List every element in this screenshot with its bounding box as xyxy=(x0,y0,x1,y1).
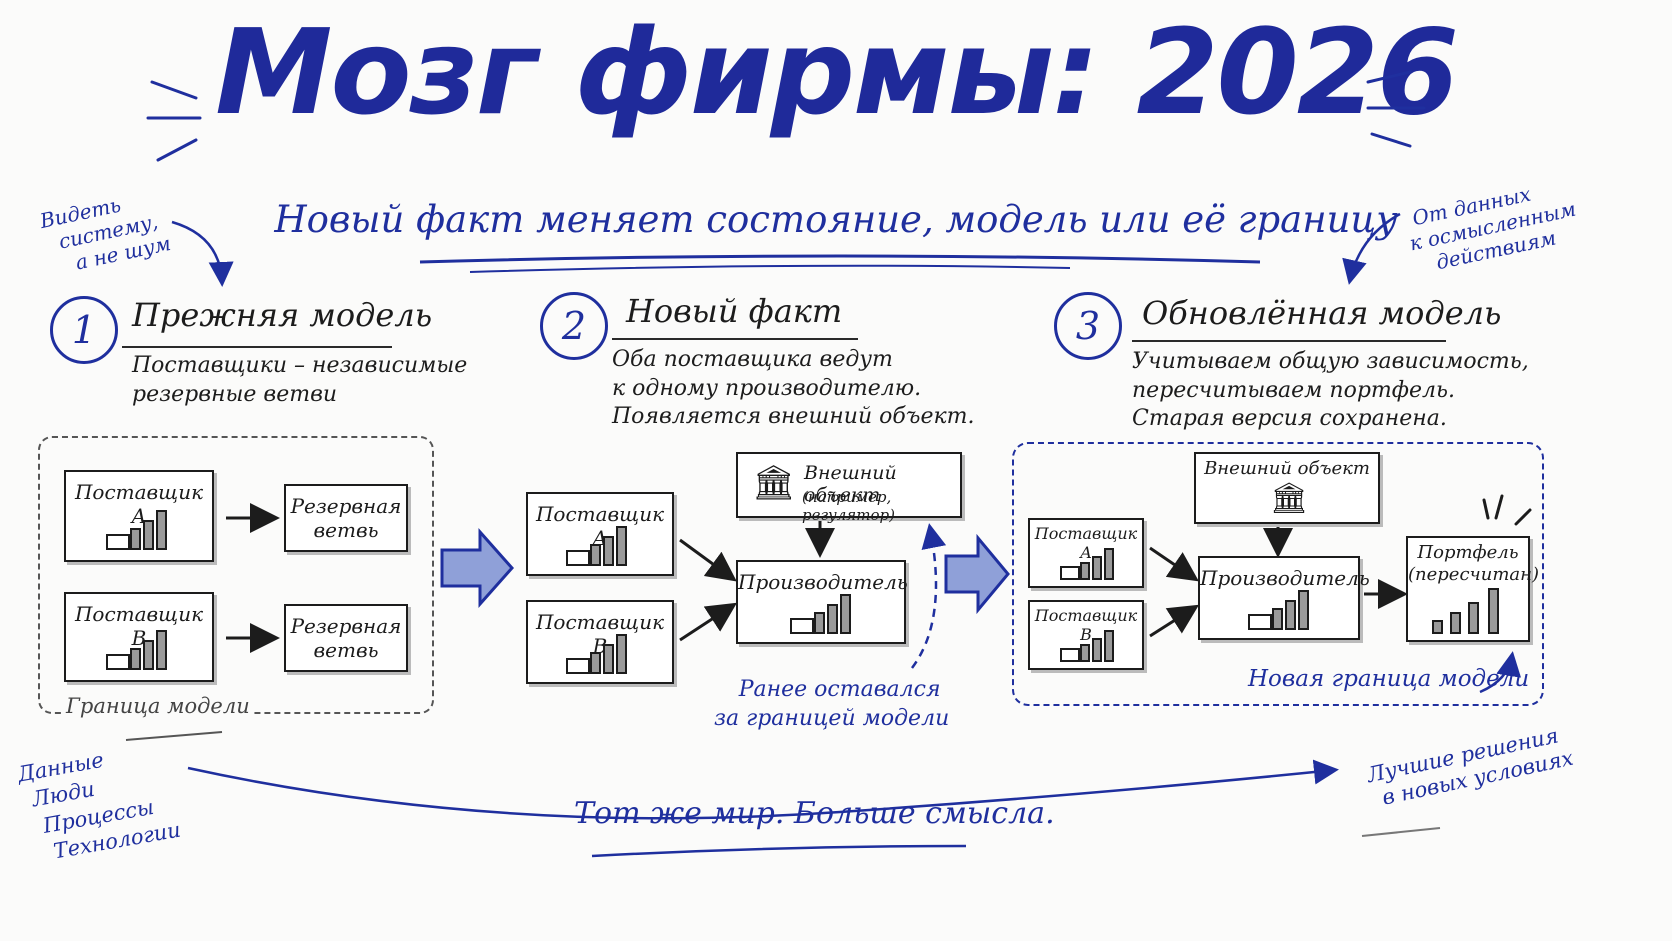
factory-bars-icon xyxy=(106,502,172,550)
step-1-supplier-a: Поставщик А xyxy=(64,470,214,562)
step-3-boundary xyxy=(1012,442,1544,706)
step-1-boundary-label: Граница модели xyxy=(62,694,254,718)
step-1-underline xyxy=(122,346,392,348)
step-1-number: 1 xyxy=(50,296,118,364)
big-arrow-1 xyxy=(440,528,515,608)
step-3-number: 3 xyxy=(1054,292,1122,360)
factory-bars-icon xyxy=(566,628,632,674)
desc-line: резервные ветви xyxy=(132,381,338,407)
subtitle-underline xyxy=(419,254,1261,264)
page-title: Мозг фирмы: 2026 xyxy=(215,3,1459,141)
note-line: за границей модели xyxy=(714,705,950,731)
bank-icon: 🏛 xyxy=(1270,481,1309,516)
desc-line: Поставщики – независимые xyxy=(132,353,468,378)
box-label: Производитель xyxy=(1200,566,1370,590)
box-label: Поставщик В xyxy=(74,602,204,650)
big-arrow-2 xyxy=(944,533,1010,615)
desc-line: Появляется внешний объект. xyxy=(612,404,975,430)
note-arrow-left xyxy=(171,220,234,287)
step-2-number: 2 xyxy=(540,292,608,360)
factory-bars-icon xyxy=(1060,626,1120,662)
step-3-boundary-label: Новая граница модели xyxy=(1248,666,1530,692)
step-1-heading: Прежняя модель xyxy=(132,296,433,334)
desc-line: Учитываем общую зависимость, xyxy=(1132,349,1529,374)
footer-tagline: Тот же мир. Больше смысла. xyxy=(574,796,1055,831)
factory-bars-icon xyxy=(566,520,632,566)
step-1-desc: Поставщики – независимые резервные ветви xyxy=(132,352,467,409)
factory-bars-icon xyxy=(790,590,856,634)
factory-bars-icon xyxy=(1248,586,1314,630)
note-line: Ранее оставался xyxy=(738,677,941,702)
footer-arrow xyxy=(187,759,1339,820)
step-1-supplier-b: Поставщик В xyxy=(64,592,214,682)
desc-line: пересчитываем портфель. xyxy=(1132,377,1455,403)
outside-note-arrow xyxy=(910,523,947,669)
box-label: Портфель(пересчитан) xyxy=(1408,542,1539,585)
box-label: Внешний объект xyxy=(1204,458,1370,479)
box-label: Поставщик А xyxy=(1034,524,1138,563)
step-3-heading: Обновлённая модель xyxy=(1142,294,1502,332)
step-2-heading: Новый факт xyxy=(626,292,843,330)
subtitle: Новый факт меняет состояние, модель или … xyxy=(274,198,1398,241)
step-3-supplier-a: Поставщик А xyxy=(1028,518,1144,588)
portfolio-sparkles xyxy=(1482,494,1532,526)
note-arrow-right xyxy=(1342,212,1401,285)
step-2-supplier-a: Поставщик А xyxy=(526,492,674,576)
desc-line: Старая версия сохранена. xyxy=(1132,406,1447,432)
step-2-supplier-b: Поставщик В xyxy=(526,600,674,684)
box-label: Производитель xyxy=(738,570,908,594)
step-3-portfolio: Портфель(пересчитан) xyxy=(1406,536,1539,642)
portfolio-bars-icon xyxy=(1432,584,1508,634)
step-2-external: 🏛 Внешний объект (например, регулятор) xyxy=(736,452,962,524)
step-2-producer: Производитель xyxy=(736,560,908,644)
desc-line: Оба поставщика ведут xyxy=(612,347,893,372)
step-2-desc: Оба поставщика ведут к одному производит… xyxy=(612,346,974,432)
box-sublabel: (например, регулятор) xyxy=(802,488,895,524)
step-3-producer: Производитель xyxy=(1198,556,1370,640)
step-2-underline xyxy=(612,338,858,340)
step-3-underline xyxy=(1132,340,1446,342)
factory-bars-icon xyxy=(106,622,172,670)
step-2-outside-note: Ранее оставался за границей модели xyxy=(714,676,949,733)
step-3-external: Внешний объект 🏛 xyxy=(1194,452,1380,524)
step-3-supplier-b: Поставщик В xyxy=(1028,600,1144,670)
box-label: Поставщик А xyxy=(74,480,204,528)
box-label: Поставщик А xyxy=(535,502,665,550)
footer-underline xyxy=(591,844,967,858)
box-label: Внешний объект xyxy=(804,462,897,506)
box-label: Поставщик В xyxy=(535,610,665,658)
bank-icon: 🏛 xyxy=(752,463,796,503)
box-label: Поставщик В xyxy=(1034,606,1138,645)
title-sparkles xyxy=(146,70,1426,162)
desc-line: к одному производителю. xyxy=(612,375,922,401)
factory-bars-icon xyxy=(1060,544,1120,580)
step-3-desc: Учитываем общую зависимость, пересчитыва… xyxy=(1132,348,1529,434)
